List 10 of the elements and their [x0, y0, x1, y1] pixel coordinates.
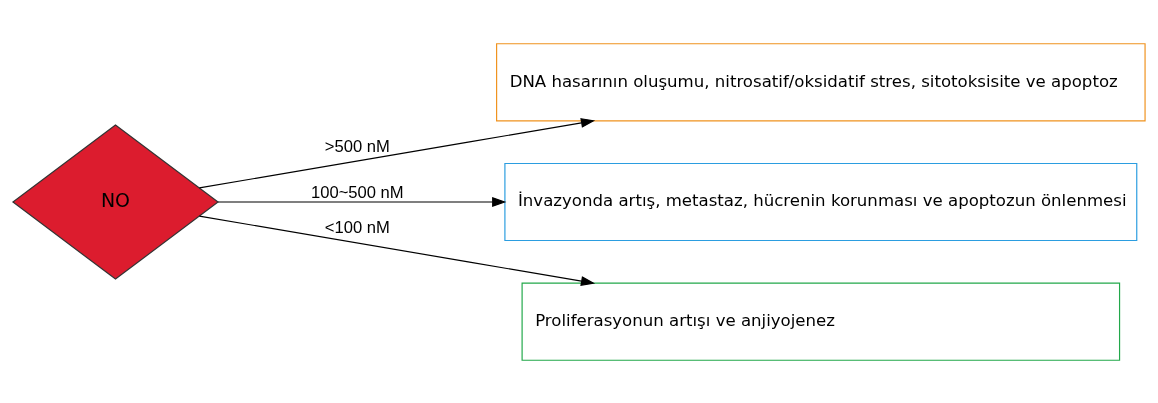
- edge-label: >500 nM: [324, 136, 390, 156]
- node-box: DNA hasarının oluşumu, nitrosatif/oksidatif stres, sitotoksisite ve apoptoz: [496, 42, 1146, 121]
- node-diamond: NO: [11, 123, 220, 280]
- arrow: [217, 196, 507, 207]
- edge-label: 100~500 nM: [311, 182, 404, 201]
- arrow: [198, 215, 596, 286]
- edge-label: <100 nM: [324, 217, 390, 237]
- node-box: Proliferasyonun artışı ve anjiyojenez: [521, 282, 1121, 361]
- node-box: İnvazyonda artış, metastaz, hücrenin korunması ve apoptozun önlenmesi: [504, 162, 1138, 241]
- arrow: [198, 117, 596, 188]
